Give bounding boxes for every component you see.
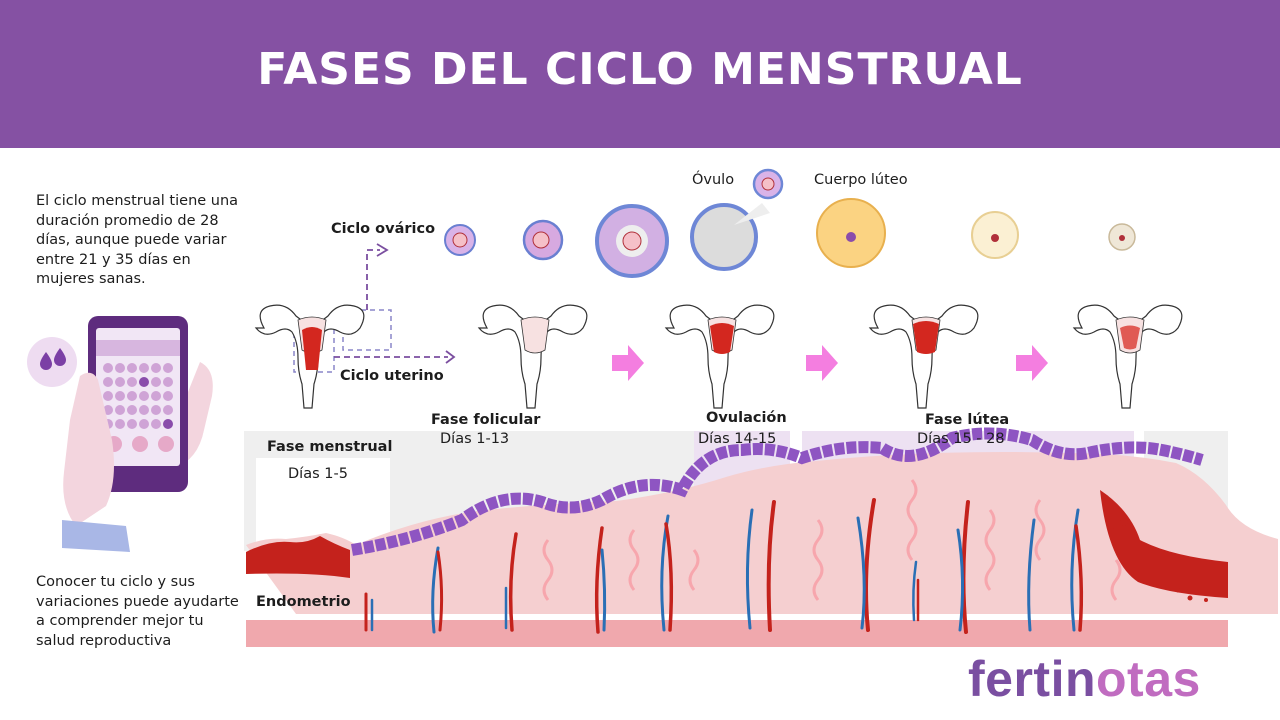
uterus-drawing-3 (665, 304, 775, 409)
endometrium-label: Endometrio (256, 594, 351, 610)
corpus-luteum-medium (971, 211, 1019, 259)
menstrual-blood (246, 536, 350, 578)
corpus-luteum-large (816, 198, 886, 268)
intro-text: El ciclo menstrual tiene una duración pr… (36, 193, 239, 287)
corpus-luteum-label: Cuerpo lúteo (814, 172, 908, 188)
logo-part-2: otas (1096, 651, 1201, 707)
phase-name-follicular: Fase folicular (431, 412, 541, 428)
phase-panel-menstrual (256, 458, 390, 548)
uterus-drawing-2 (478, 304, 588, 409)
pink-arrow-icon (612, 345, 644, 381)
phase-days-menstrual: Días 1-5 (288, 466, 348, 482)
ovum-label: Óvulo (692, 172, 735, 188)
ovarian-cycle-arrow (366, 249, 380, 310)
logo-part-1: fertin (968, 651, 1096, 707)
ovum-cell (752, 168, 784, 200)
endometrium-layer (246, 452, 1278, 614)
outro-text: Conocer tu ciclo y sus variaciones puede… (36, 574, 239, 649)
page-title: FASES DEL CICLO MENSTRUAL (257, 44, 1023, 95)
phone-illustration (27, 316, 213, 552)
myometrium-layer (246, 620, 1228, 647)
uterus-drawing-4 (869, 304, 979, 409)
uterine-cycle-label: Ciclo uterino (340, 368, 444, 384)
phase-days-follicular: Días 1-13 (440, 431, 510, 447)
pink-arrow-icon (806, 345, 838, 381)
epithelial-cell-layer (351, 427, 1204, 556)
phase-days-ovulation: Días 14-15 (698, 431, 777, 447)
follicle-stage-2 (522, 219, 564, 261)
uterus-drawing-1 (255, 304, 365, 409)
ovarian-cycle-label: Ciclo ovárico (331, 221, 436, 237)
pink-arrow-icon (1016, 345, 1048, 381)
follicle-stage-1 (444, 224, 476, 256)
brand-logo[interactable]: fertinotas (968, 650, 1201, 708)
phase-name-menstrual: Fase menstrual (267, 439, 393, 455)
uterus-drawing-5 (1073, 304, 1183, 409)
phase-days-luteal: Días 15 - 28 (917, 431, 1005, 447)
phase-name-ovulation: Ovulación (706, 410, 787, 426)
blood-vessels (364, 498, 1084, 634)
phase-name-luteal: Fase lútea (925, 412, 1010, 428)
follicle-rupturing (690, 203, 770, 271)
corpus-albicans (1108, 223, 1136, 251)
header-banner: FASES DEL CICLO MENSTRUAL (0, 0, 1280, 148)
spiral-glands (542, 479, 1122, 601)
follicle-stage-3 (595, 204, 669, 278)
